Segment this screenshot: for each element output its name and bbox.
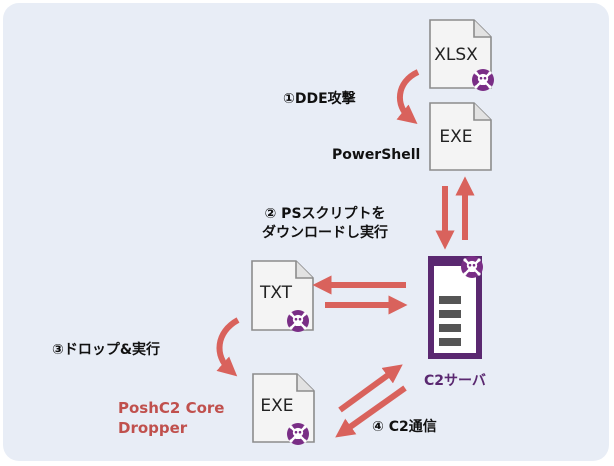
step2-line2: ダウンロードし実行 [262, 225, 388, 241]
c2-server-label: C2サーバ [424, 373, 486, 389]
step3-label: ③ドロップ&実行 [52, 342, 161, 358]
txt-document: TXT [251, 260, 314, 334]
skull-crossbones-icon [459, 254, 485, 280]
skull-crossbones-icon [285, 308, 311, 334]
txt-label: TXT [259, 283, 293, 303]
skull-crossbones-icon [285, 421, 311, 447]
dropper-line2: Dropper [118, 419, 188, 437]
powershell-label: PowerShell [332, 147, 421, 163]
xlsx-label: XLSX [434, 45, 478, 65]
skull-crossbones-icon [470, 67, 496, 93]
exe-top-label: EXE [439, 127, 472, 147]
dropper-line1: PoshC2 Core [118, 399, 225, 417]
dropper-to-c2-arrow [338, 364, 403, 413]
dropper-label: PoshC2 Core Dropper [118, 398, 224, 438]
dropper-exe-document: EXE [252, 373, 315, 447]
c2-server-icon [428, 254, 485, 359]
step4-label: ④ C2通信 [372, 419, 437, 435]
step1-label: ①DDE攻撃 [283, 91, 356, 107]
c2-to-dropper-arrow [335, 385, 407, 438]
exe-bottom-label: EXE [260, 396, 293, 416]
step2-label: ② PSスクリプトを ダウンロードし実行 [240, 205, 410, 243]
step2-line1: ② PSスクリプトを [264, 206, 386, 222]
xlsx-document: XLSX [429, 19, 496, 93]
step1-curved-arrow [396, 69, 420, 125]
step3-curved-arrow [216, 317, 240, 377]
powershell-exe-document: EXE [429, 102, 492, 171]
